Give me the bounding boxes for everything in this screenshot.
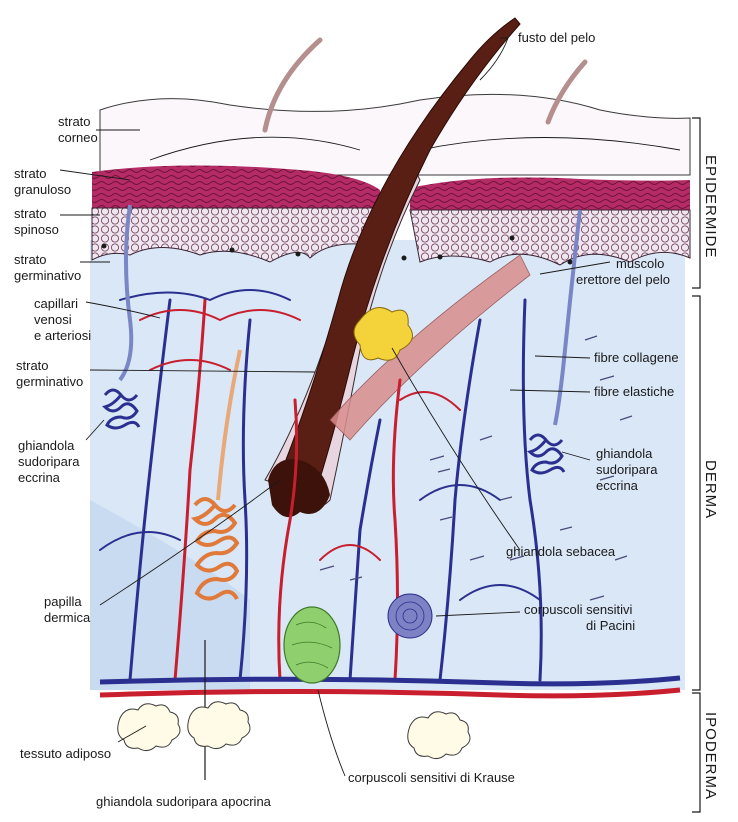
adipose-cluster-left <box>118 704 180 751</box>
adipose-cluster-right <box>408 712 470 759</box>
adipose-cluster-mid <box>188 702 250 749</box>
pacini-corpuscle <box>388 594 432 638</box>
label-strato-germinativo-a-1: strato <box>14 252 47 267</box>
ipoderma-bracket <box>692 693 700 812</box>
label-fibre-elastiche: fibre elastiche <box>594 384 674 399</box>
bottom-artery <box>100 690 680 696</box>
label-krause: corpuscoli sensitivi di Krause <box>348 770 515 785</box>
label-strato-germinativo-a-2: germinativo <box>14 268 81 283</box>
label-papilla-2: dermica <box>44 610 91 625</box>
label-strato-germinativo-b-1: strato <box>16 358 49 373</box>
label-strato-spinoso-1: strato <box>14 206 47 221</box>
label-strato-germinativo-b-2: germinativo <box>16 374 83 389</box>
label-ghiandola-apocrina: ghiandola sudoripara apocrina <box>96 794 272 809</box>
label-strato-spinoso-2: spinoso <box>14 222 59 237</box>
label-muscolo-1: muscolo <box>616 256 664 271</box>
label-muscolo-2: erettore del pelo <box>576 272 670 287</box>
label-ghiandola-sebacea: ghiandola sebacea <box>506 544 616 559</box>
label-ghiandola-eccrina-right-3: eccrina <box>596 478 639 493</box>
label-ghiandola-eccrina-right-2: sudoripara <box>596 462 658 477</box>
label-capillari-3: e arteriosi <box>34 328 91 343</box>
label-fusto-del-pelo: fusto del pelo <box>518 30 595 45</box>
stratum-corneum <box>100 94 690 175</box>
label-ipoderma: IPODERMA <box>702 712 719 800</box>
label-ghiandola-eccrina-left-2: sudoripara <box>18 454 80 469</box>
label-papilla-1: papilla <box>44 594 82 609</box>
label-pacini-2: di Pacini <box>586 618 635 633</box>
label-capillari-1: capillari <box>34 296 78 311</box>
label-tessuto-adiposo: tessuto adiposo <box>20 746 111 761</box>
label-ghiandola-eccrina-right-1: ghiandola <box>596 446 653 461</box>
label-ghiandola-eccrina-left-1: ghiandola <box>18 438 75 453</box>
label-strato-granuloso-2: granuloso <box>14 182 71 197</box>
label-ghiandola-eccrina-left-3: eccrina <box>18 470 61 485</box>
label-fibre-collagene: fibre collagene <box>594 350 679 365</box>
label-derma: DERMA <box>702 460 719 519</box>
label-capillari-2: venosi <box>34 312 72 327</box>
label-strato-granuloso-1: strato <box>14 166 47 181</box>
label-strato-corneo-1: strato <box>58 114 91 129</box>
label-epidermide: EPIDERMIDE <box>702 155 719 258</box>
derma-bracket <box>692 296 700 690</box>
label-strato-corneo-2: corneo <box>58 130 98 145</box>
label-pacini-1: corpuscoli sensitivi <box>524 602 632 617</box>
epidermide-bracket <box>692 118 700 288</box>
stratum-granulosum-right <box>410 177 690 212</box>
